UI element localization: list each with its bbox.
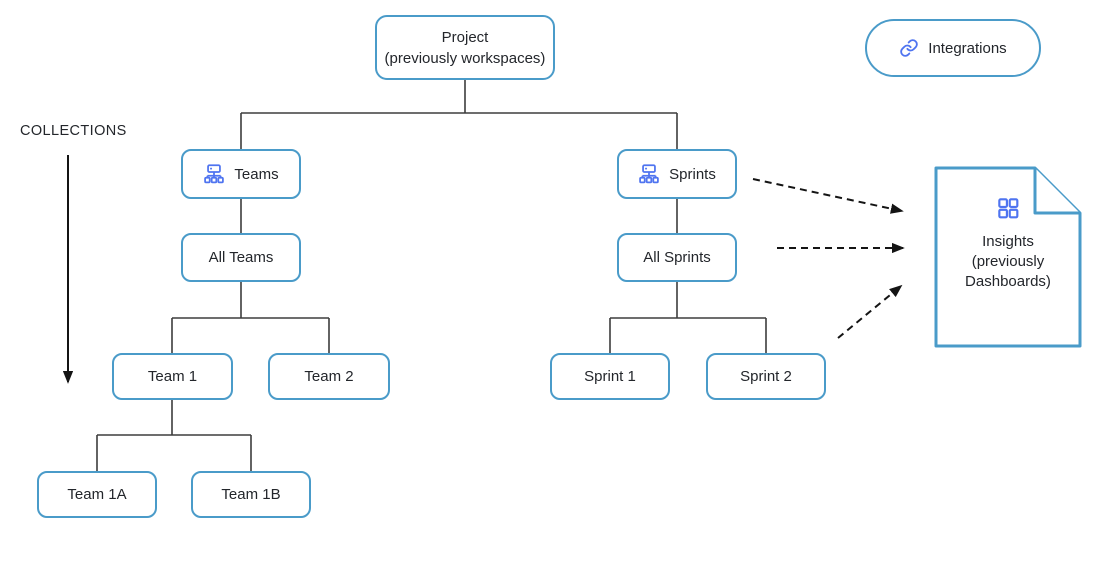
node-all-teams: All Teams [181, 233, 301, 282]
sprint-2-label: Sprint 2 [740, 368, 792, 385]
team-1b-label: Team 1B [221, 486, 281, 503]
node-sprints: Sprints [617, 149, 737, 199]
tree-connectors [96, 80, 767, 471]
node-sprint-1: Sprint 1 [550, 353, 670, 400]
insights-document-fold [1033, 168, 1080, 215]
node-team-1a: Team 1A [37, 471, 157, 518]
sprints-label: Sprints [669, 165, 716, 183]
team-2-label: Team 2 [304, 368, 354, 385]
org-chart-icon [639, 164, 659, 184]
node-sprint-2: Sprint 2 [706, 353, 826, 400]
node-insights: Insights (previously Dashboards) [936, 168, 1080, 346]
node-team-2: Team 2 [268, 353, 390, 400]
project-subtitle: (previously workspaces) [384, 49, 546, 67]
insights-subtitle-1: (previously [971, 253, 1045, 270]
team-1-label: Team 1 [147, 368, 198, 385]
team-1a-label: Team 1A [67, 486, 127, 503]
all-teams-label: All Teams [208, 249, 274, 266]
node-all-sprints: All Sprints [617, 233, 737, 282]
all-sprints-label: All Sprints [643, 249, 711, 266]
node-team-1b: Team 1B [191, 471, 311, 518]
node-project: Project (previously workspaces) [375, 15, 555, 80]
node-team-1: Team 1 [112, 353, 233, 400]
grid-icon [998, 198, 1019, 219]
insights-subtitle-2: Dashboards) [965, 273, 1051, 290]
dashed-arrow-sprintrow-to-insights [837, 284, 903, 339]
dashed-arrow-sprints-to-insights [752, 178, 904, 214]
node-teams: Teams [181, 149, 301, 199]
collections-label: COLLECTIONS [20, 123, 127, 139]
sprint-1-label: Sprint 1 [584, 368, 636, 385]
insights-title: Insights [982, 233, 1034, 250]
link-icon [900, 39, 919, 57]
project-title: Project [441, 28, 489, 46]
org-chart-icon [204, 164, 225, 184]
integrations-label: Integrations [928, 39, 1007, 57]
node-integrations: Integrations [865, 19, 1041, 77]
teams-label: Teams [234, 165, 279, 183]
